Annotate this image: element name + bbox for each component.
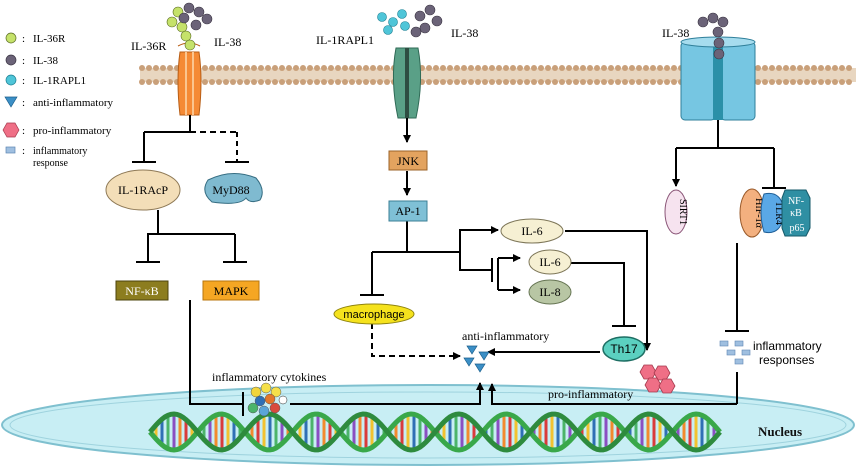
il1rapl1-ball-icon [5, 74, 17, 86]
il8-node: IL-8 [528, 279, 572, 305]
il1rapl1-receptor [392, 47, 422, 119]
legend-item-pro: : pro-inflammatory [2, 122, 112, 138]
il38-label-middle: IL-38 [451, 26, 478, 40]
legend-label-pro: pro-inflammatory [33, 125, 112, 137]
il6-label-upper: IL-6 [521, 224, 542, 238]
inflammatory-responses-label-a: inflammatory [753, 339, 822, 353]
il8-label: IL-8 [539, 285, 560, 299]
nfkb-p65-right-node: NF- κB p65 [781, 189, 811, 237]
il36r-receptor [177, 42, 202, 116]
legend-label-response-b: response [33, 158, 69, 169]
legend-sep: : [22, 97, 25, 109]
inflammatory-cytokine-cluster [247, 382, 288, 417]
il36r-ligand-cluster [166, 2, 213, 51]
mapk-label: MAPK [214, 284, 249, 298]
legend-sep: : [22, 55, 25, 67]
legend-label-response-a: inflammatory [33, 146, 87, 157]
legend-sep: : [22, 145, 25, 157]
legend-item-response: : inflammatory response [5, 145, 87, 169]
il1racp-label: IL-1RAcP [118, 183, 168, 197]
legend-item-anti: : anti-inflammatory [4, 96, 114, 109]
macrophage-node: macrophage [333, 303, 415, 325]
jnk-label: JNK [397, 154, 419, 168]
legend: : IL-36R : IL-38 : IL-1RAPL1 : anti-infl… [2, 32, 114, 169]
right-pathway-lines [672, 120, 786, 404]
nfkb-left-node: NF-κB [115, 280, 169, 301]
legend-sep: : [22, 125, 25, 137]
tlr4-node: TLR4 [760, 192, 785, 234]
macrophage-label: macrophage [343, 309, 404, 321]
middle-pathway-lines [290, 118, 737, 405]
cell-membrane [139, 65, 856, 85]
inflammatory-cytokines-label: inflammatory cytokines [212, 370, 327, 384]
jnk-node: JNK [388, 150, 428, 171]
il6-node-upper: IL-6 [500, 218, 564, 244]
ap1-node: AP-1 [388, 200, 428, 222]
left-pathway-lines [132, 115, 249, 416]
th17-label: Th17 [610, 342, 638, 356]
il38-label-left: IL-38 [214, 35, 241, 49]
legend-label-il1rapl1: IL-1RAPL1 [33, 75, 86, 87]
il38-ligand-cluster-right [697, 12, 729, 60]
hexagon-icon [2, 122, 20, 138]
legend-label-il38: IL-38 [33, 55, 59, 67]
il1rapl1-ligand-cluster [377, 4, 443, 38]
nfkb-right-label-a: NF- [788, 196, 804, 207]
anti-inflammatory-triangles [463, 345, 490, 373]
nfkb-right-label-b: κB [790, 208, 802, 219]
pro-inflammatory-label: pro-inflammatory [548, 387, 633, 401]
il36r-ball-icon [5, 32, 17, 44]
tlr4-label: TLR4 [773, 201, 784, 225]
hif1a-label: HIF-1α [753, 198, 764, 228]
il38-ball-icon [5, 54, 17, 66]
legend-label-il36r: IL-36R [33, 33, 66, 45]
ap1-label: AP-1 [395, 204, 420, 218]
p65-label: p65 [790, 223, 805, 234]
th17-node: Th17 [602, 336, 646, 362]
legend-item-il38: : IL-38 [5, 54, 59, 67]
triangle-icon [4, 96, 18, 108]
anti-inflammatory-label: anti-inflammatory [462, 329, 549, 343]
mapk-node: MAPK [202, 280, 260, 301]
il6-label-lower: IL-6 [539, 255, 560, 269]
il1rapl1-label: IL-1RAPL1 [316, 33, 374, 47]
sirt1-label: SIRT1 [677, 199, 688, 225]
il1racp-node: IL-1RAcP [105, 169, 181, 211]
myd88-node: MyD88 [204, 173, 263, 204]
legend-sep: : [22, 33, 25, 45]
legend-label-anti: anti-inflammatory [33, 97, 114, 109]
hif1a-node: HIF-1α [739, 188, 765, 238]
legend-sep: : [22, 75, 25, 87]
il38-label-right: IL-38 [662, 26, 689, 40]
sirt1-node: SIRT1 [664, 189, 688, 235]
nfkb-left-label: NF-κB [125, 284, 158, 298]
pro-inflammatory-hexagons [639, 364, 676, 394]
legend-item-il36r: : IL-36R [5, 32, 66, 45]
myd88-label: MyD88 [212, 183, 249, 197]
inflammatory-responses-label-b: responses [759, 353, 814, 367]
nucleus-label: Nucleus [758, 424, 802, 439]
dna-helix [148, 411, 722, 453]
il36r-label: IL-36R [131, 39, 166, 53]
legend-item-il1rapl1: : IL-1RAPL1 [5, 74, 86, 87]
inflammatory-response-squares [719, 340, 751, 365]
il6-node-lower: IL-6 [528, 249, 572, 275]
square-icon [5, 146, 16, 154]
